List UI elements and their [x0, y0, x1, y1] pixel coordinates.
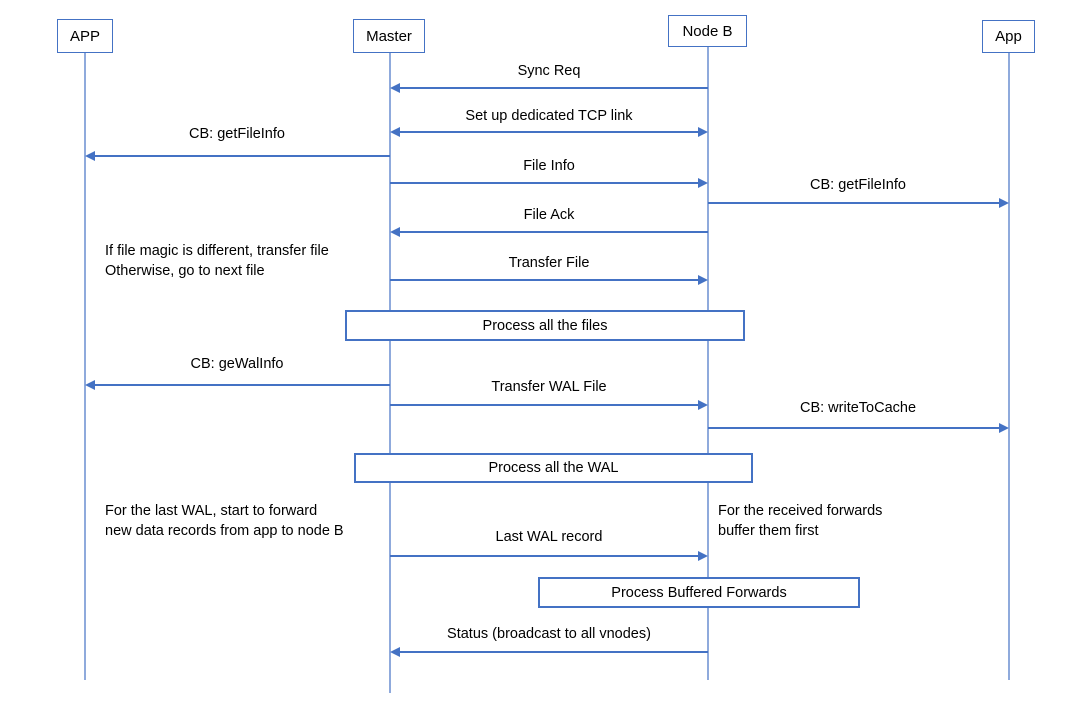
- arrowhead-right-file-info: [698, 178, 708, 188]
- message-label-file-ack: File Ack: [523, 207, 575, 223]
- message-line-transfer-file: [390, 279, 698, 281]
- arrowhead-left-status-broadcast: [390, 647, 400, 657]
- message-line-cb-getfileinfo-right: [708, 202, 999, 204]
- process-box-wal-label: Process all the WAL: [488, 460, 619, 476]
- actor-app-left: APP: [57, 19, 113, 53]
- message-line-cb-writetocache: [708, 427, 999, 429]
- arrowhead-right-transfer-wal-file: [698, 400, 708, 410]
- arrowhead-left-cb-getfileinfo-left: [85, 151, 95, 161]
- arrowhead-right-cb-getfileinfo-right: [999, 198, 1009, 208]
- message-label-last-wal-record: Last WAL record: [495, 529, 603, 545]
- actor-app-left-label: APP: [69, 27, 100, 45]
- message-label-status-broadcast: Status (broadcast to all vnodes): [447, 626, 651, 642]
- lifeline-node-b: [707, 47, 709, 680]
- process-box-files-label: Process all the files: [482, 317, 608, 334]
- arrowhead-left-sync-req: [390, 83, 400, 93]
- lifeline-master: [389, 53, 391, 693]
- message-line-transfer-wal-file: [390, 404, 698, 406]
- actor-node-b-label: Node B: [682, 22, 733, 40]
- message-line-cb-gewalinfo: [93, 384, 390, 386]
- message-label-tcp-link: Set up dedicated TCP link: [465, 108, 633, 124]
- process-box-buffered-forwards-label: Process Buffered Forwards: [611, 584, 787, 601]
- annotation-last-wal-line1: For the last WAL, start to forward: [105, 503, 318, 519]
- annotation-last-wal-line2: new data records from app to node B: [105, 523, 344, 539]
- annotation-received-forwards-line1: For the received forwards: [718, 503, 883, 519]
- message-label-file-info: File Info: [523, 158, 575, 174]
- message-line-last-wal-record: [390, 555, 698, 557]
- annotation-last-wal: For the last WAL, start to forward new d…: [105, 501, 344, 541]
- message-label-transfer-file: Transfer File: [508, 255, 590, 271]
- message-label-cb-gewalinfo: CB: geWalInfo: [190, 356, 284, 372]
- message-label-sync-req: Sync Req: [517, 63, 581, 79]
- annotation-received-forwards-line2: buffer them first: [718, 523, 819, 539]
- arrowhead-right-transfer-file: [698, 275, 708, 285]
- arrowhead-right-tcp-link: [698, 127, 708, 137]
- actor-node-b: Node B: [668, 15, 747, 47]
- actor-master: Master: [353, 19, 425, 53]
- message-line-status-broadcast: [398, 651, 708, 653]
- annotation-file-magic: If file magic is different, transfer fil…: [105, 241, 329, 281]
- annotation-file-magic-line1: If file magic is different, transfer fil…: [105, 243, 329, 259]
- actor-app-right: App: [982, 20, 1035, 53]
- arrowhead-left-tcp-link: [390, 127, 400, 137]
- message-line-sync-req: [398, 87, 708, 89]
- actor-app-right-label: App: [995, 28, 1022, 45]
- message-line-file-info: [390, 182, 698, 184]
- message-label-cb-writetocache: CB: writeToCache: [799, 400, 917, 416]
- arrowhead-left-file-ack: [390, 227, 400, 237]
- annotation-file-magic-line2: Otherwise, go to next file: [105, 263, 265, 279]
- lifeline-app-left: [84, 53, 86, 680]
- lifeline-app-right: [1008, 53, 1010, 680]
- message-line-tcp-link: [398, 131, 700, 133]
- arrowhead-right-last-wal-record: [698, 551, 708, 561]
- annotation-received-forwards: For the received forwards buffer them fi…: [718, 501, 882, 541]
- arrowhead-right-cb-writetocache: [999, 423, 1009, 433]
- message-label-transfer-wal-file: Transfer WAL File: [491, 379, 607, 395]
- process-box-buffered-forwards: Process Buffered Forwards: [538, 577, 860, 608]
- message-line-file-ack: [398, 231, 708, 233]
- process-box-wal: Process all the WAL: [354, 453, 753, 483]
- arrowhead-left-cb-gewalinfo: [85, 380, 95, 390]
- message-label-cb-getfileinfo-left: CB: getFileInfo: [189, 126, 285, 142]
- actor-master-label: Master: [366, 27, 412, 45]
- message-line-cb-getfileinfo-left: [93, 155, 390, 157]
- process-box-files: Process all the files: [345, 310, 745, 341]
- message-label-cb-getfileinfo-right: CB: getFileInfo: [810, 177, 906, 193]
